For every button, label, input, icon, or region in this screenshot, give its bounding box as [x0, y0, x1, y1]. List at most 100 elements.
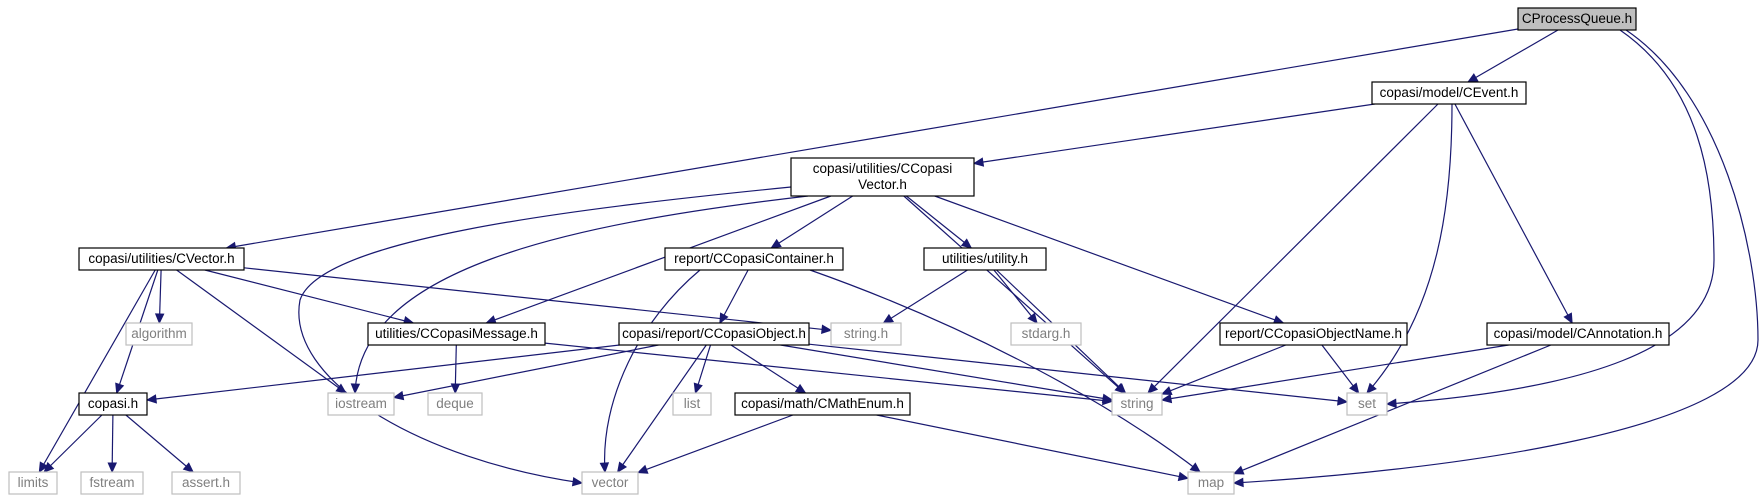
node-box: [830, 322, 902, 346]
edge-cobjectname-to-set: [1321, 344, 1360, 394]
arrowhead-cvector-to-limits: [38, 461, 49, 474]
node-limits: limits: [8, 471, 58, 495]
node-label: assert.h: [182, 475, 230, 490]
node-label: vector: [592, 475, 629, 490]
arrowhead-cevent-to-cannotation: [1563, 312, 1573, 325]
edge-ccopasimessage-to-string: [544, 342, 1113, 402]
node-box: [664, 247, 844, 271]
arrowhead-ccopasivector-to-ccontainer: [770, 238, 782, 249]
node-label: set: [1358, 396, 1376, 411]
edge-ccopasivector-to-iostream: [354, 195, 809, 394]
edges-layer: [38, 28, 1759, 488]
edge-copasih-to-asserth: [125, 414, 194, 473]
arrowhead-root-to-set: [1385, 398, 1397, 409]
arrowhead-cmathenum-to-map: [1177, 471, 1190, 482]
node-cmathenum[interactable]: copasi/math/CMathEnum.h: [734, 392, 911, 416]
nodes-layer: CProcessQueue.h copasi/model/CEvent.h copa…: [8, 7, 1670, 495]
edge-ccopasivector-to-ccopasimessage: [486, 195, 832, 324]
node-stringh: string.h: [830, 322, 902, 346]
arrowhead-cobjectname-to-set: [1349, 382, 1360, 394]
node-box: [8, 471, 58, 495]
arrowhead-cvector-to-iostream: [335, 383, 347, 394]
node-label: string: [1120, 396, 1153, 411]
node-vector: vector: [581, 471, 639, 495]
arrowhead-ccontainer-to-ccopasiobject: [719, 312, 729, 325]
edge-ccontainer-to-map: [809, 269, 1201, 473]
node-label: copasi/utilities/CVector.h: [88, 251, 234, 266]
node-box: [78, 392, 148, 416]
node-label: CProcessQueue.h: [1522, 11, 1632, 26]
node-label: copasi/utilities/CCopasi: [813, 161, 953, 176]
node-label: algorithm: [131, 326, 187, 341]
arrowhead-ccopasivector-to-vector: [571, 476, 584, 487]
node-box: [1486, 322, 1670, 346]
node-label: report/CCopasiContainer.h: [674, 251, 834, 266]
node-box: [734, 392, 911, 416]
node-map: map: [1187, 471, 1235, 495]
edge-cmathenum-to-map: [876, 414, 1189, 479]
edge-utility-to-stringh: [883, 269, 968, 324]
node-label: utilities/utility.h: [942, 251, 1028, 266]
arrowhead-ccopasivector-to-utility: [960, 238, 973, 249]
edge-cobjectname-to-string: [1161, 344, 1287, 395]
node-utility[interactable]: utilities/utility.h: [923, 247, 1047, 271]
arrowhead-cevent-to-string: [1147, 382, 1159, 394]
node-string: string: [1111, 392, 1163, 416]
node-iostream: iostream: [327, 392, 395, 416]
arrowhead-utility-to-stringh: [882, 313, 895, 324]
arrowhead-utility-to-string: [1115, 382, 1127, 394]
node-label: copasi/model/CAnnotation.h: [1494, 326, 1663, 341]
edge-cvector-to-stringh: [243, 267, 832, 331]
node-cobjectname[interactable]: report/CCopasiObjectName.h: [1219, 322, 1408, 346]
edge-ccopasivector-to-vector: [298, 186, 792, 484]
edge-cvector-to-ccopasimessage: [204, 269, 414, 324]
node-ccontainer[interactable]: report/CCopasiContainer.h: [664, 247, 844, 271]
node-label: stdarg.h: [1022, 326, 1071, 341]
arrowhead-cvector-to-algorithm: [154, 313, 165, 325]
node-label: list: [684, 396, 701, 411]
edge-cvector-to-iostream: [176, 269, 347, 394]
edge-cevent-to-set: [1366, 103, 1453, 394]
node-fstream: fstream: [80, 471, 144, 495]
edge-root-to-set: [1386, 29, 1715, 405]
edge-ccopasiobject-to-iostream: [393, 344, 659, 399]
node-copasih[interactable]: copasi.h: [78, 392, 148, 416]
edge-ccopasiobject-to-set: [808, 343, 1348, 403]
edge-cevent-to-cannotation: [1454, 103, 1573, 324]
edge-root-to-cevent: [1467, 29, 1559, 83]
node-label: copasi/math/CMathEnum.h: [741, 396, 904, 411]
node-cannotation[interactable]: copasi/model/CAnnotation.h: [1486, 322, 1670, 346]
node-box: [618, 322, 810, 346]
node-label: Vector.h: [858, 177, 907, 192]
edge-ccopasiobject-to-vector: [617, 344, 707, 473]
arrowhead-copasih-to-fstream: [107, 462, 118, 474]
edge-ccopasiobject-to-copasih: [146, 344, 620, 401]
arrowhead-cvector-to-copasih: [115, 382, 125, 395]
arrowhead-ccontainer-to-map: [1189, 462, 1201, 473]
node-list: list: [672, 392, 712, 416]
node-label: utilities/CCopasiMessage.h: [375, 326, 538, 341]
arrowhead-copasih-to-asserth: [182, 462, 194, 473]
arrowhead-copasih-to-limits: [43, 461, 55, 473]
edge-copasih-to-limits: [43, 414, 103, 473]
edge-cvector-to-limits: [38, 269, 156, 473]
node-box: [327, 392, 395, 416]
node-deque: deque: [427, 392, 483, 416]
edge-root-to-cvector: [226, 28, 1519, 249]
node-cevent[interactable]: copasi/model/CEvent.h: [1371, 81, 1527, 105]
edge-ccontainer-to-ccopasiobject: [719, 269, 749, 324]
arrowhead-ccopasiobject-to-string: [1101, 393, 1114, 404]
node-set: set: [1346, 392, 1388, 416]
arrowhead-ccopasivector-to-iostream: [350, 383, 361, 395]
node-ccopasiobject[interactable]: copasi/report/CCopasiObject.h: [618, 322, 810, 346]
edge-ccopasivector-to-cobjectname: [934, 195, 1284, 324]
arrowhead-cvector-to-stringh: [821, 324, 833, 335]
node-cvector[interactable]: copasi/utilities/CVector.h: [78, 247, 245, 271]
node-label: deque: [436, 396, 474, 411]
node-root[interactable]: CProcessQueue.h: [1517, 7, 1637, 31]
edge-ccopasiobject-to-cmathenum: [730, 344, 806, 394]
node-ccopasimessage[interactable]: utilities/CCopasiMessage.h: [367, 322, 546, 346]
node-box: [367, 322, 546, 346]
edge-root-to-map: [1233, 29, 1759, 484]
